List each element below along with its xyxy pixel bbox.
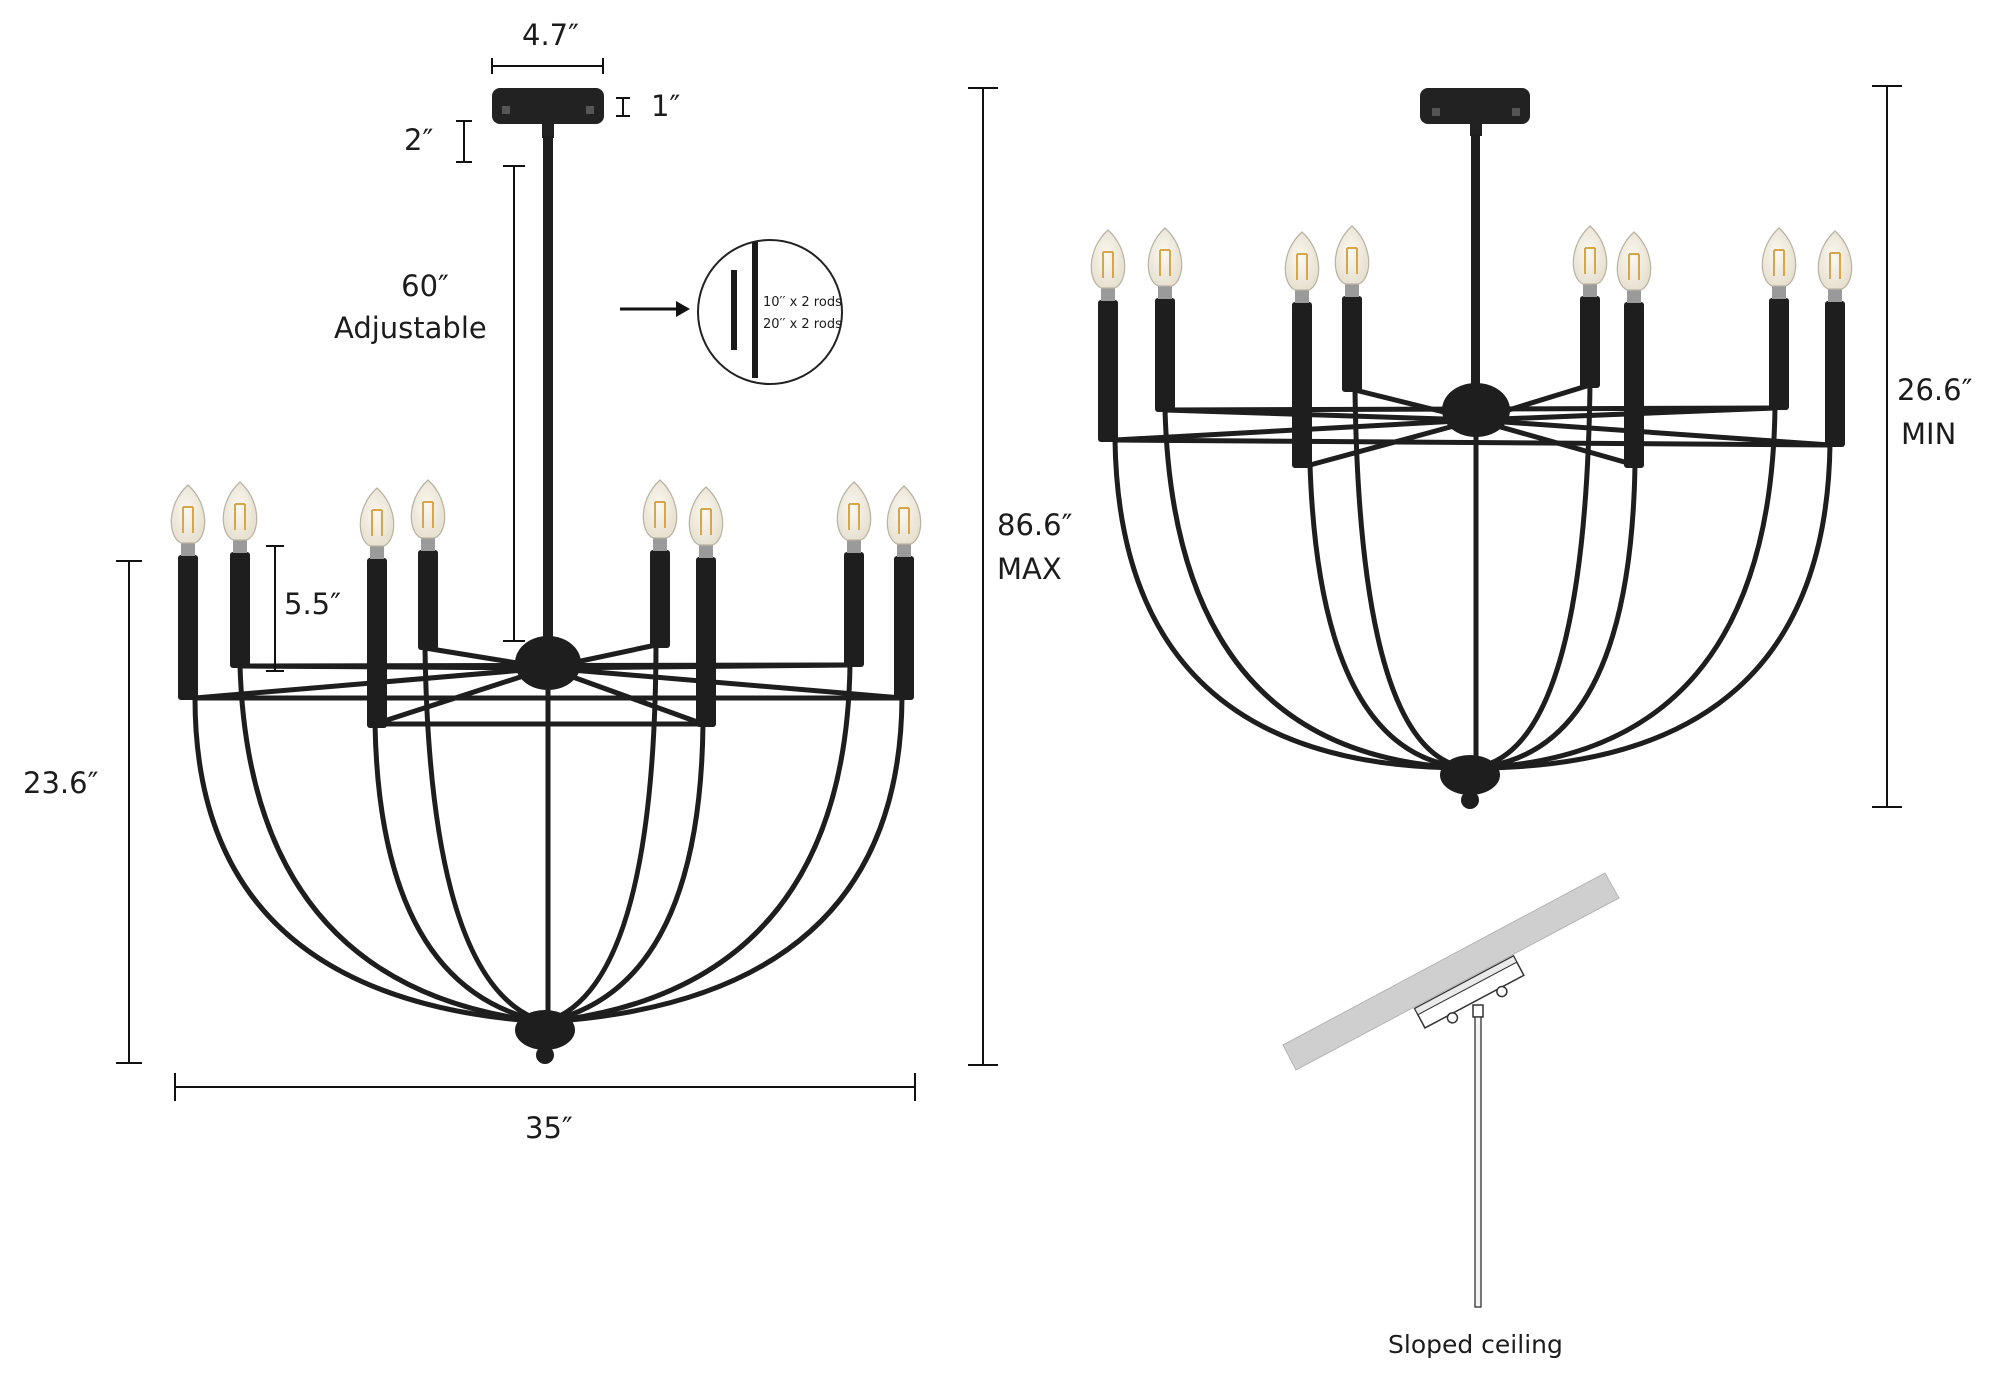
candle-bulb	[359, 487, 395, 728]
rods-10in-label: 10′′ x 2 rods	[763, 295, 842, 310]
candle-bulb	[1761, 227, 1797, 410]
downrod	[1471, 134, 1480, 402]
candle-bulb	[688, 486, 724, 727]
chandelier-max-height	[170, 88, 922, 1064]
candle-bulb	[642, 479, 678, 648]
candle-bulb	[170, 484, 206, 700]
rod-length-note: Adjustable	[334, 311, 487, 345]
body-height-label: 23.6″	[23, 766, 99, 800]
overall-max-note: MAX	[997, 552, 1062, 586]
candle-bulb	[836, 481, 872, 667]
sloped-ceiling-caption: Sloped ceiling	[1388, 1330, 1563, 1359]
rods-callout	[697, 239, 843, 385]
bottom-finial	[1440, 755, 1500, 795]
candle-bulb	[1817, 230, 1853, 447]
canopy	[1420, 88, 1530, 136]
overall-min-note: MIN	[1901, 417, 1957, 451]
sloped-ceiling-diagram	[1282, 872, 1620, 1308]
candle-bulb	[1616, 231, 1652, 468]
overall-min-label: 26.6″	[1897, 373, 1973, 407]
right-arrow-icon	[620, 301, 690, 317]
candle-bulb	[1147, 227, 1183, 412]
cage	[192, 644, 905, 1025]
overall-max-label: 86.6″	[997, 508, 1073, 542]
candles	[170, 479, 922, 728]
candle-height-label: 5.5″	[284, 587, 341, 621]
rod-length-label: 60″	[401, 269, 449, 303]
body-width-label: 35″	[525, 1111, 573, 1145]
canopy-width-label: 4.7″	[522, 18, 579, 52]
downrod	[543, 136, 553, 656]
candle-bulb	[886, 485, 922, 700]
candle-bulb	[1284, 231, 1320, 468]
candle-bulb	[222, 481, 258, 668]
canopy	[492, 88, 604, 138]
candle-bulb	[1572, 225, 1608, 388]
chandelier-min-height	[1090, 88, 1853, 809]
candles	[1090, 225, 1853, 468]
rods-20in-label: 20′′ x 2 rods	[763, 317, 842, 332]
dimension-lines	[116, 58, 1902, 1101]
rod-gap-label: 2″	[404, 123, 434, 157]
bottom-finial	[515, 1010, 575, 1050]
rods-icon	[731, 242, 758, 378]
candle-bulb	[1090, 229, 1126, 442]
candle-bulb	[1334, 225, 1370, 392]
cage	[1112, 384, 1833, 771]
candle-bulb	[410, 479, 446, 650]
canopy-height-label: 1″	[651, 89, 681, 123]
